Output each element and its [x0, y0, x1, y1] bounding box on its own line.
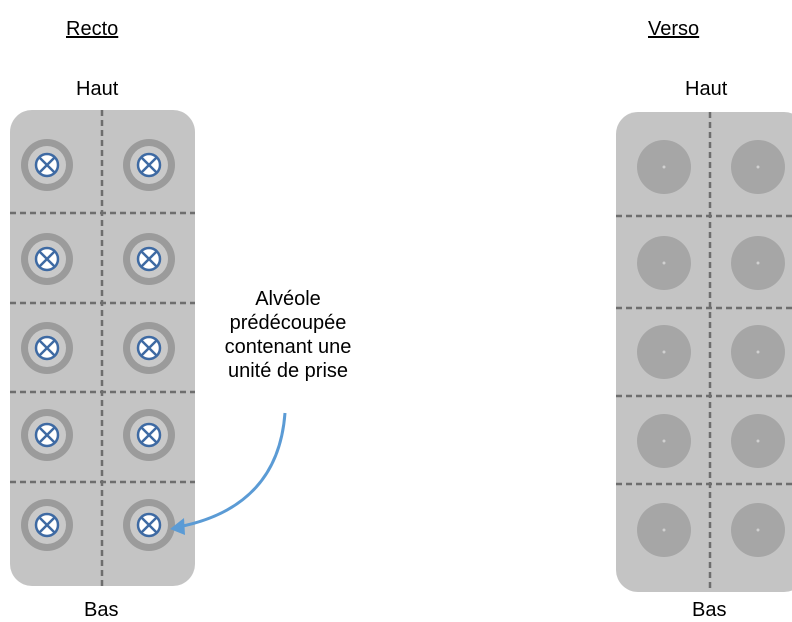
crossed-circle-icon	[123, 139, 175, 191]
recto-blister-graphic	[10, 110, 195, 586]
crossed-circle-icon	[21, 322, 73, 374]
verso-bottom-label: Bas	[692, 599, 727, 621]
flat-circle-icon	[637, 140, 691, 194]
crossed-circle-icon	[21, 499, 73, 551]
flat-circle-icon	[731, 325, 785, 379]
flat-circle-icon	[731, 236, 785, 290]
verso-title: Verso	[648, 18, 700, 40]
flat-circle-icon	[731, 503, 785, 557]
flat-circle-icon	[731, 140, 785, 194]
verso-top-label: Haut	[685, 78, 728, 100]
crossed-circle-icon	[21, 409, 73, 461]
recto-title: Recto	[66, 18, 119, 40]
verso-blister-graphic	[616, 112, 792, 592]
callout-line-2: prédécoupée	[229, 312, 347, 334]
flat-circle-icon	[637, 236, 691, 290]
callout-line-1: Alvéole	[255, 288, 321, 310]
callout-line-4: unité de prise	[227, 360, 349, 382]
recto-blister	[10, 110, 195, 586]
callout-line-3: contenant une	[224, 336, 352, 358]
flat-circle-icon	[731, 414, 785, 468]
crossed-circle-icon	[123, 499, 175, 551]
crossed-circle-icon	[21, 139, 73, 191]
recto-top-label: Haut	[76, 78, 119, 100]
crossed-circle-icon	[123, 409, 175, 461]
recto-bottom-label: Bas	[84, 599, 119, 621]
flat-circle-icon	[637, 325, 691, 379]
flat-circle-icon	[637, 414, 691, 468]
crossed-circle-icon	[123, 233, 175, 285]
verso-blister	[616, 112, 792, 592]
flat-circle-icon	[637, 503, 691, 557]
callout-text: Alvéole prédécoupée contenant une unité …	[193, 287, 383, 383]
crossed-circle-icon	[123, 322, 175, 374]
crossed-circle-icon	[21, 233, 73, 285]
